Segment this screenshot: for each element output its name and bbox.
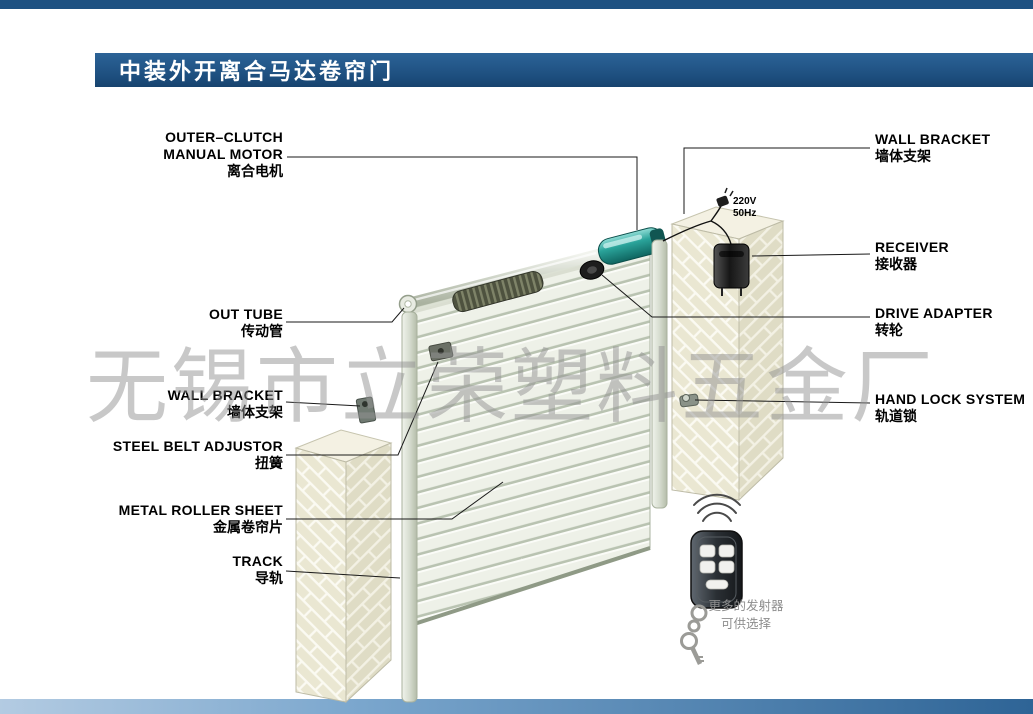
power-plug-icon (716, 187, 734, 207)
label-wall-bracket-left-zh: 墙体支架 (227, 403, 283, 420)
label-hand-lock-system-zh: 轨道锁 (875, 407, 917, 424)
page-title: 中装外开离合马达卷帘门 (119, 59, 395, 84)
receiver-box (713, 243, 750, 296)
title-bar: 中装外开离合马达卷帘门 (95, 53, 1033, 87)
remote-control (690, 493, 743, 609)
label-track-en: TRACK (232, 553, 283, 569)
label-receiver-en: RECEIVER (875, 239, 949, 255)
remote-availability-note: 更多的发射器 可供选择 (708, 599, 784, 631)
label-steel-belt-adjustor-zh: 扭簧 (255, 454, 283, 471)
leader-receiver (751, 253, 871, 257)
leader-out-tube (286, 307, 405, 323)
label-out-tube: OUT TUBE 传动管 (209, 306, 283, 340)
torsion-spring (452, 270, 544, 313)
label-outer-clutch-motor-zh: 离合电机 (227, 162, 283, 179)
remote-buttons (699, 544, 735, 590)
hand-lock-part (679, 393, 699, 408)
label-track-zh: 导轨 (255, 569, 283, 586)
label-hand-lock-system: HAND LOCK SYSTEM 轨道锁 (875, 391, 1025, 425)
leader-track (285, 570, 401, 579)
drive-adapter-disc (579, 260, 605, 280)
leader-steel-belt (286, 361, 439, 456)
label-outer-clutch-motor: OUTER–CLUTCH MANUAL MOTOR 离合电机 (163, 129, 283, 180)
label-out-tube-zh: 传动管 (241, 322, 283, 339)
label-metal-roller-sheet-zh: 金属卷帘片 (213, 518, 283, 535)
guide-track-left (401, 311, 418, 703)
label-wall-bracket-left: WALL BRACKET 墙体支架 (168, 387, 283, 421)
power-rating-label: 220V 50Hz (733, 196, 757, 219)
label-wall-bracket-right-en: WALL BRACKET (875, 131, 991, 147)
bottom-accent-bar (0, 699, 1033, 714)
leader-metal-roller (286, 481, 504, 520)
label-receiver: RECEIVER 接收器 (875, 239, 949, 273)
left-pillar (294, 429, 393, 704)
leader-wall-bracket-left (285, 401, 361, 407)
leader-wall-bracket-right (683, 147, 870, 214)
label-track: TRACK 导轨 (233, 553, 284, 587)
belt-adjustor-bracket (428, 341, 454, 362)
label-out-tube-en: OUT TUBE (209, 306, 283, 322)
label-outer-clutch-motor-en: OUTER–CLUTCH MANUAL MOTOR (163, 129, 283, 162)
label-wall-bracket-left-en: WALL BRACKET (167, 387, 283, 403)
label-wall-bracket-right: WALL BRACKET 墙体支架 (875, 131, 990, 165)
wireless-signal-icon (693, 493, 741, 522)
label-metal-roller-sheet-en: METAL ROLLER SHEET (118, 502, 283, 518)
label-hand-lock-system-en: HAND LOCK SYSTEM (875, 391, 1026, 407)
label-metal-roller-sheet: METAL ROLLER SHEET 金属卷帘片 (119, 502, 283, 536)
leader-hand-lock (694, 399, 871, 404)
label-steel-belt-adjustor: STEEL BELT ADJUSTOR 扭簧 (113, 438, 283, 472)
label-drive-adapter-en: DRIVE ADAPTER (875, 305, 993, 321)
power-wires (662, 205, 732, 245)
roller-curtain (407, 242, 651, 628)
top-accent-bar (0, 0, 1033, 9)
guide-rail-right (651, 239, 668, 509)
label-drive-adapter-zh: 转轮 (875, 321, 903, 338)
label-wall-bracket-right-zh: 墙体支架 (875, 147, 931, 164)
leader-lines (285, 147, 871, 579)
wall-bracket-left-part (355, 396, 377, 424)
label-drive-adapter: DRIVE ADAPTER 转轮 (875, 305, 993, 339)
label-steel-belt-adjustor-en: STEEL BELT ADJUSTOR (112, 438, 283, 454)
key-ring-icon (680, 604, 708, 665)
leader-drive-adapter (601, 274, 870, 318)
label-receiver-zh: 接收器 (875, 255, 917, 272)
leader-motor (287, 156, 638, 230)
